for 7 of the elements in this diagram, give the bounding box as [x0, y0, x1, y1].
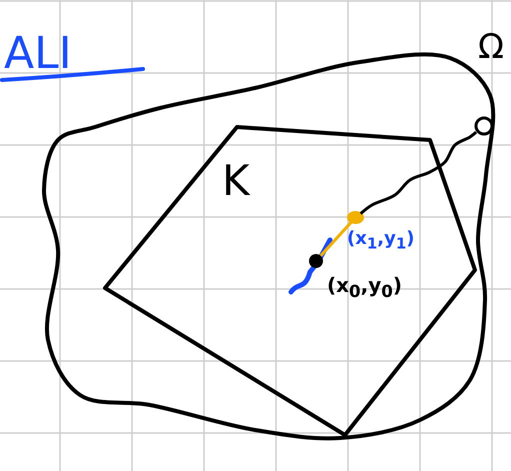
coordinate-label: (x$_{0}$,y$_{0}$) [327, 275, 402, 301]
title-label: ALI [4, 32, 72, 76]
connector-line [360, 131, 478, 215]
region-label: Ω [478, 30, 504, 64]
set-label: K [222, 160, 250, 202]
coordinate-label: (x$_{1}$,y$_{1}$) [347, 230, 415, 252]
connector-line [320, 221, 352, 257]
